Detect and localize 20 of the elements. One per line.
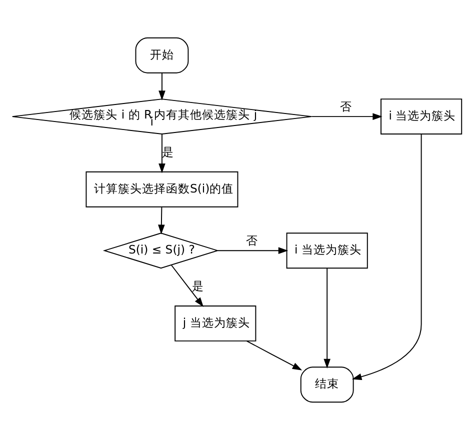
node-box: 计算簇头选择函数S(i)的值 <box>86 171 238 208</box>
node-box: 结束 <box>300 366 354 403</box>
arrow <box>324 268 330 369</box>
arrow <box>311 113 382 120</box>
arrow <box>246 340 302 370</box>
node-diamond: S(i) ≤ S(j) ? <box>102 232 220 269</box>
edge-label: 是 <box>162 144 174 159</box>
node-box: i 当选为簇头 <box>286 232 368 269</box>
arrow <box>158 134 166 174</box>
arrow <box>158 206 165 234</box>
arrow <box>158 72 166 100</box>
node-box: j 当选为簇头 <box>174 305 256 342</box>
node-box: 开始 <box>135 37 189 74</box>
arrow <box>352 134 422 380</box>
edge-label: 否 <box>340 99 352 114</box>
arrow <box>217 247 288 254</box>
arrow <box>171 264 204 307</box>
edge-label: 否 <box>246 233 258 248</box>
node-box: i 当选为簇头 <box>380 98 462 135</box>
edge-label: 是 <box>192 279 204 294</box>
